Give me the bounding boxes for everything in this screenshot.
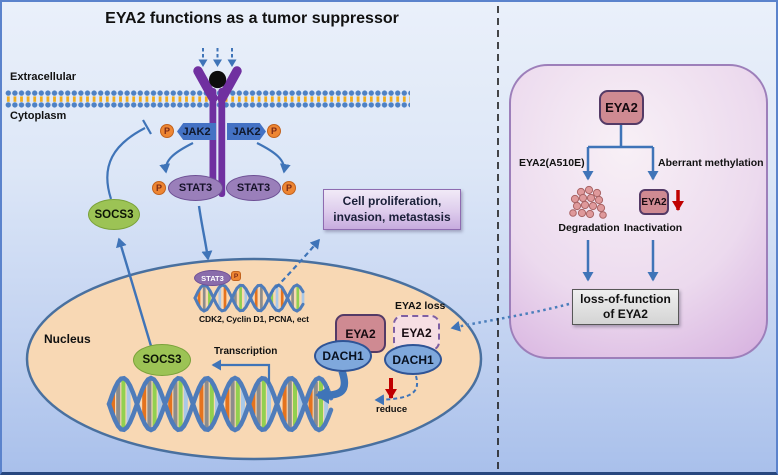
figure-title: EYA2 functions as a tumor suppressor: [105, 10, 399, 27]
transcription-arrow: [211, 359, 271, 384]
phospho-badge-stat3-nuclear: P: [231, 271, 241, 281]
phospho-badge-jak2-left: P: [160, 124, 174, 138]
socs3-node-nucleus: SOCS3: [133, 344, 191, 376]
dach1-node-left: DACH1: [314, 340, 372, 372]
dach1-node-right: DACH1: [384, 344, 442, 375]
gene-to-outcome-dashed-arrow: [269, 238, 320, 295]
methylation-label: Aberrant methylation: [658, 157, 764, 169]
jak2-node-right: JAK2: [227, 123, 266, 140]
socs3-inhibition-line: [106, 127, 146, 200]
loss-to-eya2-dotted-arrow: [450, 302, 570, 332]
nucleus-label: Nucleus: [44, 332, 91, 346]
reduce-dashed-arrow: [374, 375, 418, 406]
panel-eya2-node-small: EYA2: [639, 189, 669, 215]
degradation-label: Degradation: [558, 222, 620, 234]
dna-helix-large: [106, 375, 334, 433]
stat3-node-left: STAT3: [168, 175, 223, 201]
ligand-icon: [209, 70, 227, 89]
dna-helix-small: [193, 283, 305, 313]
right-panel-background: [509, 64, 768, 359]
panel-eya2-node-top: EYA2: [599, 90, 644, 125]
receptor-icon: [193, 66, 242, 197]
stat3-node-nuclear: STAT3: [194, 270, 231, 286]
mutation-label: EYA2(A510E): [519, 157, 585, 169]
loss-line2: of EYA2: [603, 307, 648, 321]
stimulus-arrows: [198, 48, 237, 67]
loss-line1: loss-of-function: [580, 292, 671, 306]
eya2-loss-label: EYA2 loss: [395, 300, 446, 312]
panel-branch-lines: [582, 125, 659, 282]
transcription-label: Transcription: [214, 346, 278, 357]
outcome-line2: invasion, metastasis: [333, 209, 451, 224]
jak2-stat3-arrow-right: [256, 142, 291, 174]
dach1-dna-thick-arrow: [315, 369, 349, 404]
stat3-node-right: STAT3: [226, 175, 281, 201]
inactivation-label: Inactivation: [623, 222, 683, 234]
reduce-label: reduce: [376, 404, 408, 415]
jak2-stat3-arrow-left: [159, 142, 194, 174]
plasma-membrane: [5, 90, 410, 108]
outcome-box: Cell proliferation, invasion, metastasis: [323, 189, 461, 230]
socs3-node-cytoplasm: SOCS3: [88, 199, 140, 230]
stat3-nuclear-import-arrow: [197, 205, 213, 261]
loss-of-function-box: loss-of-function of EYA2: [572, 289, 679, 325]
socs3-export-arrow: [116, 237, 153, 347]
jak2-node-left: JAK2: [177, 123, 216, 140]
target-genes-label: CDK2, Cyclin D1, PCNA, ect: [199, 314, 309, 324]
socs3-inhibition-tbar: [142, 119, 152, 135]
degradation-dots-icon: [569, 185, 607, 219]
phospho-badge-stat3-left: P: [152, 181, 166, 195]
cytoplasm-label: Cytoplasm: [10, 110, 67, 122]
outcome-line1: Cell proliferation,: [342, 193, 442, 208]
extracellular-label: Extracellular: [10, 71, 77, 83]
phospho-badge-stat3-right: P: [282, 181, 296, 195]
phospho-badge-jak2-right: P: [267, 124, 281, 138]
